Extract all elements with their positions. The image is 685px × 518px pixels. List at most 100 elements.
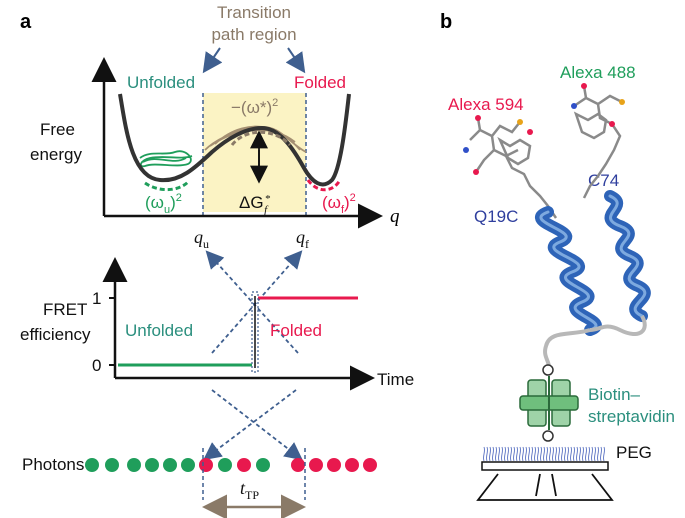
unfolded-harmonic [144, 180, 190, 192]
photon-red [345, 458, 359, 472]
transition-path-region [203, 93, 306, 212]
peg-label: PEG [616, 443, 652, 462]
unfolded-curvature-label: (ωu)2 [145, 192, 182, 216]
peg-strand [533, 446, 537, 462]
peg-strand [506, 446, 510, 462]
mapping-arrow-up-right [211, 250, 303, 354]
alexa594-dye [469, 117, 558, 219]
panel-a-label: a [20, 11, 32, 33]
peg-strand [566, 446, 570, 462]
peg-strand [545, 446, 549, 462]
protein-helix-left [534, 206, 602, 336]
transition-region-title-1: Transition [217, 3, 291, 22]
biotin-label-2: streptavidin [588, 407, 675, 426]
peg-strand [503, 446, 507, 462]
peg-strand [518, 446, 522, 462]
glass-surface [481, 461, 609, 471]
peg-strand [554, 446, 558, 462]
photon-red [363, 458, 377, 472]
peg-strand [497, 446, 501, 462]
peg-strand [491, 446, 495, 462]
transition-region-title-2: path region [211, 25, 296, 44]
peg-strand [482, 446, 486, 462]
peg-strand [596, 446, 600, 462]
peg-strand [569, 446, 573, 462]
folded-curvature-label: (ωf)2 [322, 192, 356, 216]
photon-green [256, 458, 270, 472]
fret-unfolded-label: Unfolded [125, 321, 193, 340]
surface-support-right [546, 473, 614, 501]
folded-label-top: Folded [294, 73, 346, 92]
alexa488-atoms [571, 83, 625, 127]
peg-strand [539, 446, 543, 462]
peg-strand [551, 446, 555, 462]
peg-strand [563, 446, 567, 462]
qu-label: qu [194, 227, 209, 251]
photon-red [237, 458, 251, 472]
photon-row [85, 458, 377, 472]
peg-strand [515, 446, 519, 462]
peg-strand [527, 446, 531, 462]
photon-green [145, 458, 159, 472]
peg-strand [509, 446, 513, 462]
barrier-curvature-label: −(ω*)2 [231, 97, 278, 117]
peg-strand [578, 446, 582, 462]
peg-strand [575, 446, 579, 462]
barrier-height-label: ΔG*f [239, 193, 271, 216]
peg-strand [521, 446, 525, 462]
alexa594-atoms [463, 115, 533, 175]
region-arrow-left [202, 47, 223, 74]
folded-harmonic [306, 179, 342, 192]
fret-tick-1: 1 [92, 289, 101, 308]
photon-red [327, 458, 341, 472]
panel-b-label: b [440, 11, 452, 33]
peg-strand [542, 446, 546, 462]
c74-label: C74 [588, 171, 619, 190]
mapping-arrow-down-left [203, 389, 297, 461]
peg-strand [524, 446, 528, 462]
peg-strand [500, 446, 504, 462]
region-arrow-right [285, 47, 306, 74]
peg-strand [590, 446, 594, 462]
alexa488-label: Alexa 488 [560, 63, 636, 82]
time-axis-label: Time [377, 370, 414, 389]
free-energy-curve [118, 93, 351, 187]
mapping-arrow-down-right [211, 389, 303, 461]
free-energy-label-2: energy [30, 145, 82, 164]
fret-label-2: efficiency [20, 325, 91, 344]
peg-strand [557, 446, 561, 462]
peg-strand [599, 446, 603, 462]
photon-green [105, 458, 119, 472]
biotin-bottom [542, 430, 554, 442]
photons-label: Photons [22, 455, 84, 474]
photon-green [181, 458, 195, 472]
peg-strand [593, 446, 597, 462]
peg-strand [602, 446, 606, 462]
peg-strand [587, 446, 591, 462]
peg-strand [488, 446, 492, 462]
protein-helix-right [604, 190, 651, 322]
q19c-label: Q19C [474, 207, 518, 226]
fret-label-1: FRET [43, 300, 87, 319]
unfolded-label-top: Unfolded [127, 73, 195, 92]
protein-loop [589, 315, 647, 336]
photon-green [218, 458, 232, 472]
mapping-arrow-up-left [205, 250, 299, 354]
photon-green [163, 458, 177, 472]
free-energy-label-1: Free [40, 120, 75, 139]
photon-green [85, 458, 99, 472]
fret-tick-0: 0 [92, 356, 101, 375]
peg-brush [482, 446, 606, 462]
peg-strand [560, 446, 564, 462]
biotin-top [542, 364, 554, 376]
peg-strand [536, 446, 540, 462]
peg-strand [581, 446, 585, 462]
t-tp-label: tTP [240, 478, 259, 502]
biotin-label-1: Biotin– [588, 385, 641, 404]
qf-label: qf [296, 227, 309, 251]
q-axis-label: q [390, 206, 400, 227]
unfolded-trajectory [139, 150, 193, 168]
peg-strand [512, 446, 516, 462]
photon-green [127, 458, 141, 472]
